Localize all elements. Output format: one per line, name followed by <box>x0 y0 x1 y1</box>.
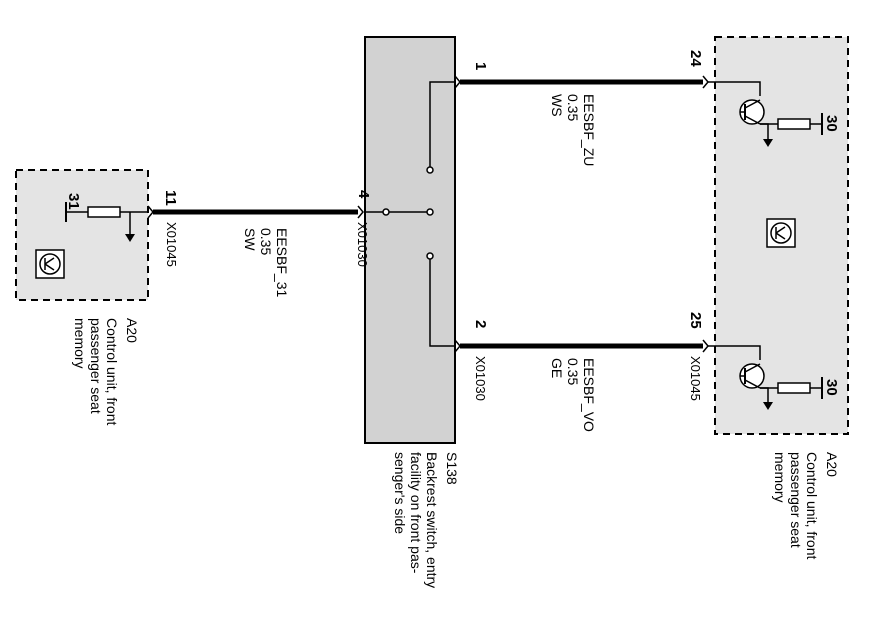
unit-symbol-icon <box>35 249 65 279</box>
switch-pin-left: 4 <box>355 190 372 199</box>
wire-vo-signal: EESBF_VO <box>581 358 597 432</box>
switch-desc-3: senger's side <box>392 452 408 534</box>
left-unit-desc-3: memory <box>72 318 88 369</box>
left-pin-ground: 31 <box>65 193 82 210</box>
switch-pin-bottom: 2 <box>472 320 489 328</box>
bottom-resistor <box>777 382 811 394</box>
wire-vo-gauge: 0.35 <box>565 358 581 385</box>
wire-31-gauge: 0.35 <box>258 228 274 255</box>
right-unit-name: A20 <box>824 452 840 477</box>
right-unit-desc-2: passenger seat <box>788 452 804 548</box>
left-resistor <box>87 206 121 218</box>
right-unit-desc-3: memory <box>772 452 788 503</box>
right-unit-symbol-icon <box>766 218 796 248</box>
wire-zu-color: WS <box>549 94 565 117</box>
switch-box <box>364 36 456 444</box>
wire-eesbf-vo: EESBF_VO 0.35 GE <box>460 343 703 432</box>
wire-eesbf-zu: EESBF_ZU 0.35 WS <box>460 79 703 166</box>
left-unit-name: A20 <box>124 318 140 343</box>
wire-zu-gauge: 0.35 <box>565 94 581 121</box>
switch-connector-bottom: X01030 <box>473 356 488 401</box>
left-pin-out: 11 <box>162 190 179 206</box>
left-unit-desc-1: Control unit, front <box>104 318 120 425</box>
wire-31-color: SW <box>242 228 258 251</box>
switch-name: S138 <box>444 452 460 485</box>
right-pin-top: 24 <box>687 50 704 67</box>
switch-desc-2: facility on front pas- <box>408 452 424 574</box>
switch-pin-top: 1 <box>472 62 489 70</box>
left-connector-label: X01045 <box>164 222 179 267</box>
switch-connector-left: X01030 <box>355 222 370 267</box>
right-unit-caption: A20 Control unit, front passenger seat m… <box>772 452 840 559</box>
top-transistor-icon <box>708 81 823 147</box>
switch-desc-1: Backrest switch, entry <box>424 452 440 588</box>
right-pin-supply-top: 30 <box>823 115 840 132</box>
wire-vo-color: GE <box>549 358 565 378</box>
right-unit-desc-1: Control unit, front <box>804 452 820 559</box>
wire-zu-signal: EESBF_ZU <box>581 94 597 166</box>
right-pin-supply-bottom: 30 <box>823 379 840 396</box>
switch-caption: S138 Backrest switch, entry facility on … <box>392 452 460 588</box>
left-ground-arrow <box>125 234 135 242</box>
backrest-switch: 4 X01030 1 2 X01030 S138 Backrest switch… <box>355 36 489 588</box>
right-control-unit: 30 30 24 25 X01045 A20 <box>687 36 849 559</box>
left-control-unit: 31 11 X01045 A20 Control unit, front pas… <box>15 169 179 425</box>
bottom-transistor-icon <box>708 345 823 410</box>
right-pin-bottom: 25 <box>687 312 704 329</box>
top-resistor <box>777 118 811 130</box>
left-unit-desc-2: passenger seat <box>88 318 104 414</box>
wire-eesbf-31: EESBF_31 0.35 SW <box>153 209 358 297</box>
wire-31-signal: EESBF_31 <box>274 228 290 297</box>
right-connector-label: X01045 <box>688 356 703 401</box>
left-unit-caption: A20 Control unit, front passenger seat m… <box>72 318 140 425</box>
